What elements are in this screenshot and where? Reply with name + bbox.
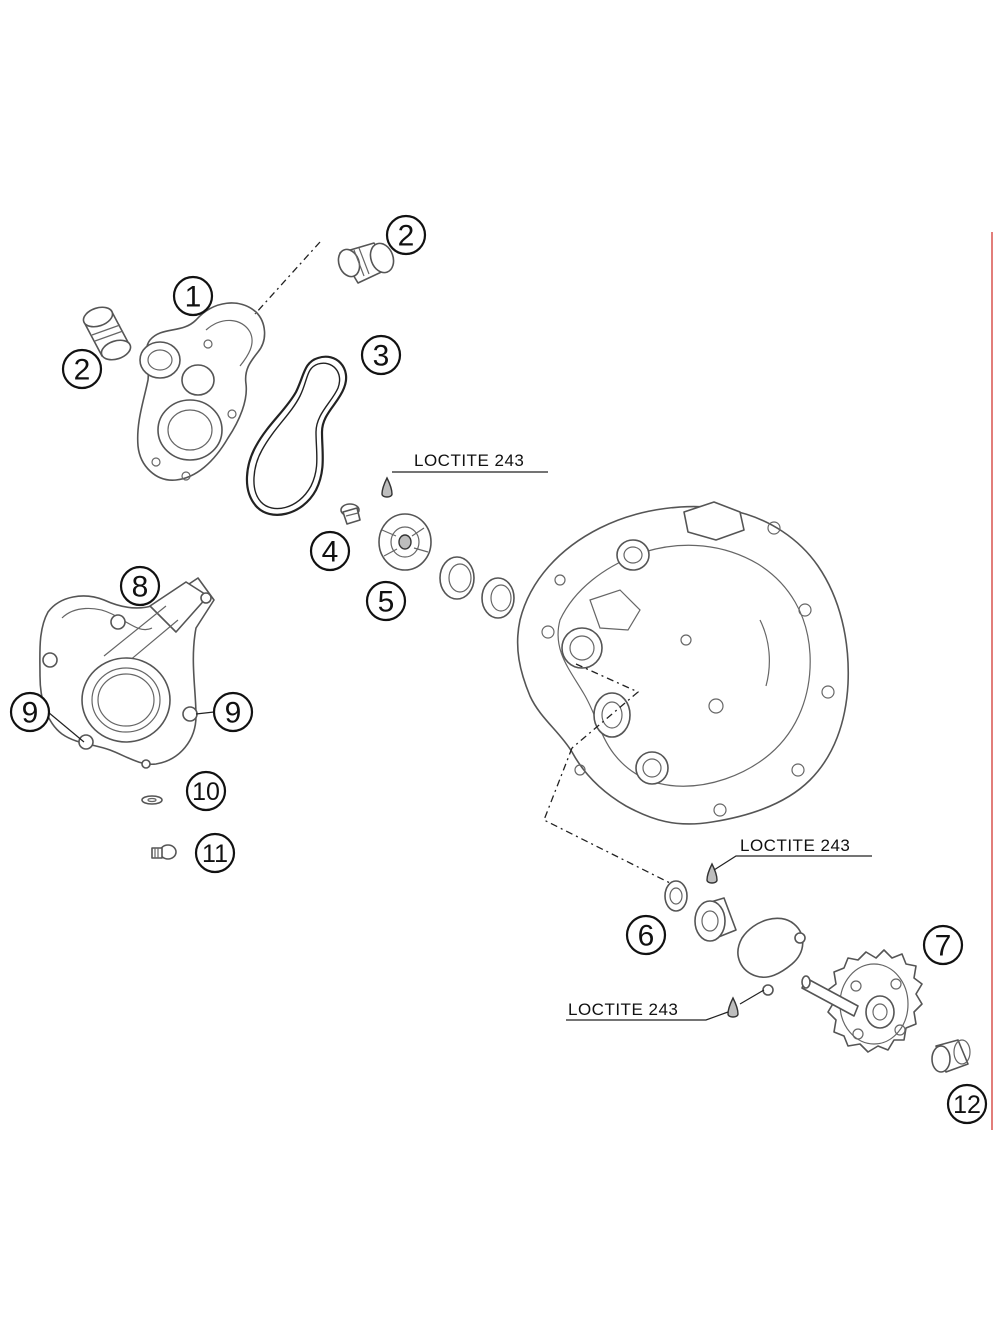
leader-line-case-bearing (543, 663, 677, 887)
retainer-screw-upper (794, 932, 806, 944)
pump-cover-gasket (245, 355, 348, 516)
leader-line-fitting-housing (254, 241, 321, 315)
svg-text:8: 8 (132, 571, 149, 604)
pump-drive-gear (801, 949, 923, 1053)
svg-text:2: 2 (398, 220, 415, 253)
callout-3: 3 (360, 334, 402, 376)
callout-2-left: 2 (61, 348, 103, 390)
drain-screw (151, 844, 177, 860)
svg-text:3: 3 (373, 340, 390, 373)
plug-screw (340, 503, 361, 525)
callout-9-left: 9 (9, 691, 51, 733)
callout-12: 12 (946, 1083, 988, 1125)
callout-9-right: 9 (212, 691, 254, 733)
water-pump-housing (136, 302, 266, 481)
loctite-drop-icon-1 (381, 476, 393, 498)
svg-text:9: 9 (225, 697, 242, 730)
ball-bearing (694, 897, 737, 942)
callout-6: 6 (625, 914, 667, 956)
svg-text:1: 1 (185, 281, 202, 314)
svg-text:4: 4 (322, 536, 339, 569)
svg-text:9: 9 (22, 697, 39, 730)
loctite-leader-2 (713, 855, 872, 871)
pipe-fitting-left (82, 306, 132, 361)
svg-text:11: 11 (202, 840, 228, 868)
loctite-leader-3 (566, 1011, 729, 1021)
callout-1: 1 (172, 275, 214, 317)
retainer-screw-lower (762, 984, 774, 996)
loctite-note-2: LOCTITE 243 (740, 836, 850, 855)
callout-4: 4 (309, 530, 351, 572)
callout-5: 5 (365, 580, 407, 622)
callout-11: 11 (194, 832, 236, 874)
svg-text:7: 7 (935, 930, 952, 963)
svg-text:5: 5 (378, 586, 395, 619)
needle-bearing (931, 1039, 971, 1073)
callout-2-upper: 2 (385, 214, 427, 256)
shaft-seal-outer (439, 556, 475, 600)
callout-10: 10 (185, 770, 227, 812)
water-pump-cover (39, 577, 215, 769)
svg-text:12: 12 (953, 1091, 981, 1119)
leader-line-cover-screw-left (47, 711, 85, 743)
pump-impeller (378, 513, 432, 571)
sealing-washer (141, 795, 163, 805)
svg-text:10: 10 (192, 778, 220, 806)
loctite-drop-icon-3 (727, 996, 739, 1018)
svg-text:6: 6 (638, 920, 655, 953)
callout-7: 7 (922, 924, 964, 966)
loctite-note-1: LOCTITE 243 (414, 451, 524, 470)
leader-line-cover-screw-right (195, 711, 215, 715)
loctite-leader-3b (739, 989, 765, 1005)
callout-8: 8 (119, 565, 161, 607)
loctite-note-3: LOCTITE 243 (568, 1000, 678, 1019)
bearing-retainer-plate (737, 917, 804, 979)
pipe-fitting-upper (337, 242, 395, 284)
shaft-nut (664, 880, 688, 912)
svg-text:2: 2 (74, 354, 91, 387)
loctite-drop-icon-2 (706, 862, 718, 884)
shaft-seal-inner (481, 577, 515, 619)
engine-crankcase (516, 501, 850, 825)
